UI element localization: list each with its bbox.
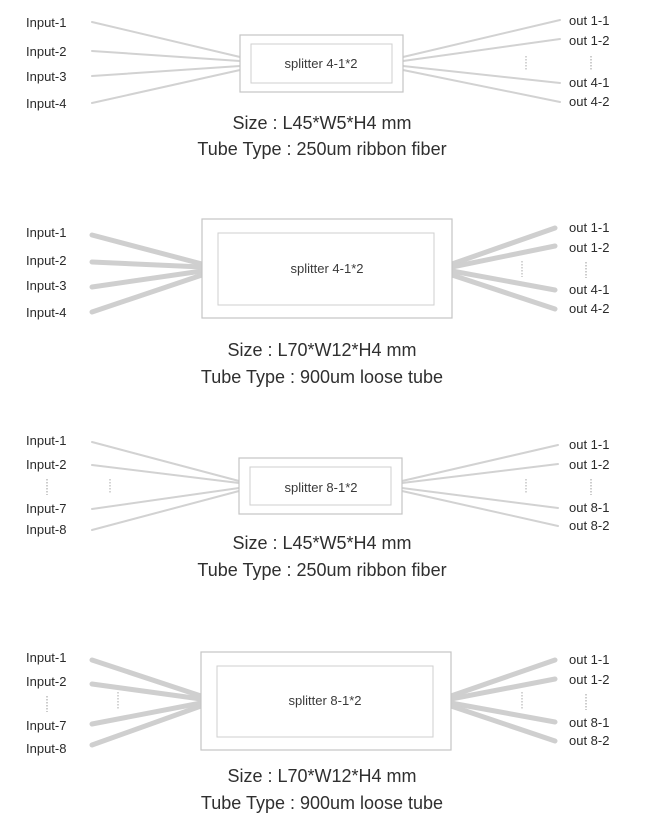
output-label: out 1-1 xyxy=(569,220,609,235)
input-label: Input-2 xyxy=(26,44,66,59)
size-spec: Size : L70*W12*H4 mm xyxy=(227,766,416,786)
fiber-line xyxy=(401,487,559,509)
size-spec: Size : L45*W5*H4 mm xyxy=(232,113,411,133)
splitter-inner-box-4 xyxy=(216,665,434,738)
input-label: Input-8 xyxy=(26,741,66,756)
output-label: out 1-1 xyxy=(569,652,609,667)
output-label: out 4-1 xyxy=(569,75,609,90)
fiber-line xyxy=(448,657,558,699)
fiber-line xyxy=(448,676,558,702)
fiber-line xyxy=(448,700,558,725)
splitter-diagram-4: splitter 8-1*2 Input-1 Input-2 Input-7 I… xyxy=(26,650,609,813)
fiber-line xyxy=(89,268,205,290)
fiber-line xyxy=(402,69,561,103)
splitter-label-4: splitter 8-1*2 xyxy=(289,693,362,708)
tube-type-spec: Tube Type : 900um loose tube xyxy=(201,367,443,387)
splitter-label-2: splitter 4-1*2 xyxy=(291,261,364,276)
fiber-line xyxy=(449,225,558,267)
fiber-line xyxy=(91,487,240,510)
output-label: out 1-1 xyxy=(569,13,609,28)
input-label: Input-1 xyxy=(26,225,66,240)
splitter-inner-box-2 xyxy=(217,232,435,306)
fiber-line xyxy=(449,243,558,270)
input-label: Input-1 xyxy=(26,433,66,448)
fiber-line xyxy=(89,657,204,699)
output-label: out 4-1 xyxy=(569,282,609,297)
fiber-line xyxy=(401,463,559,484)
fiber-lines-3 xyxy=(91,441,559,531)
fiber-line xyxy=(401,444,559,482)
fiber-line xyxy=(89,703,204,748)
input-label: Input-4 xyxy=(26,305,66,320)
fiber-line xyxy=(89,232,205,267)
tube-type-spec: Tube Type : 900um loose tube xyxy=(201,793,443,813)
input-label: Input-2 xyxy=(26,674,66,689)
fiber-line xyxy=(89,259,205,270)
output-label: out 8-2 xyxy=(569,733,609,748)
input-label: Input-4 xyxy=(26,96,66,111)
fiber-lines-4 xyxy=(89,657,558,748)
splitter-diagram-2: splitter 4-1*2 Input-1 Input-2 Input-3 I… xyxy=(26,218,609,387)
fiber-line xyxy=(91,69,241,104)
tube-type-spec: Tube Type : 250um ribbon fiber xyxy=(197,139,446,159)
fiber-line xyxy=(449,272,558,312)
output-label: out 4-2 xyxy=(569,94,609,109)
output-label: out 1-1 xyxy=(569,437,609,452)
fiber-line xyxy=(448,703,558,744)
output-label: out 1-2 xyxy=(569,240,609,255)
splitter-inner-box-1 xyxy=(250,43,393,84)
input-label: Input-1 xyxy=(26,15,66,30)
output-label: out 8-1 xyxy=(569,715,609,730)
size-spec: Size : L70*W12*H4 mm xyxy=(227,340,416,360)
splitter-diagram-1: splitter 4-1*2 Input-1 Input-2 Input-3 I… xyxy=(26,13,609,159)
output-label: out 1-2 xyxy=(569,33,609,48)
output-label: out 8-2 xyxy=(569,518,609,533)
fiber-line xyxy=(449,268,558,293)
input-label: Input-3 xyxy=(26,278,66,293)
fiber-lines-2 xyxy=(89,225,558,315)
output-label: out 1-2 xyxy=(569,672,609,687)
fiber-line xyxy=(91,50,241,62)
splitter-diagram-3: splitter 8-1*2 Input-1 Input-2 Input-7 I… xyxy=(26,433,609,580)
fiber-line xyxy=(89,272,205,315)
output-label: out 1-2 xyxy=(569,457,609,472)
input-label: Input-2 xyxy=(26,457,66,472)
splitter-label-1: splitter 4-1*2 xyxy=(285,56,358,71)
output-label: out 4-2 xyxy=(569,301,609,316)
input-label: Input-1 xyxy=(26,650,66,665)
fiber-line xyxy=(402,38,561,62)
input-label: Input-7 xyxy=(26,501,66,516)
fiber-line xyxy=(89,681,204,702)
fiber-line xyxy=(91,65,241,77)
fiber-lines-1 xyxy=(91,19,561,104)
splitter-inner-box-3 xyxy=(249,466,392,506)
fiber-line xyxy=(402,19,561,58)
fiber-line xyxy=(91,490,240,531)
input-label: Input-2 xyxy=(26,253,66,268)
splitter-label-3: splitter 8-1*2 xyxy=(285,480,358,495)
input-label: Input-7 xyxy=(26,718,66,733)
input-label: Input-3 xyxy=(26,69,66,84)
size-spec: Size : L45*W5*H4 mm xyxy=(232,533,411,553)
fiber-line xyxy=(91,441,240,482)
output-label: out 8-1 xyxy=(569,500,609,515)
input-label: Input-8 xyxy=(26,522,66,537)
fiber-line xyxy=(91,464,240,484)
tube-type-spec: Tube Type : 250um ribbon fiber xyxy=(197,560,446,580)
fiber-line xyxy=(402,65,561,84)
fiber-line xyxy=(401,490,559,527)
fiber-line xyxy=(89,700,204,727)
fiber-line xyxy=(91,21,241,58)
